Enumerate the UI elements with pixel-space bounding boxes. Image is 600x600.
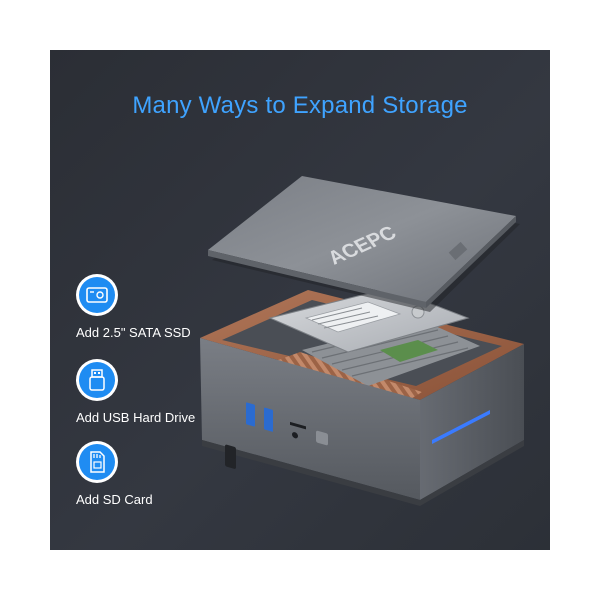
- usb-drive-icon: [89, 369, 105, 391]
- green-board: [380, 340, 438, 362]
- top-lid: [208, 176, 516, 302]
- audio-jack: [292, 432, 298, 439]
- sd-icon-badge: [76, 441, 118, 483]
- feature-sd-label: Add SD Card: [76, 492, 153, 507]
- sd-card-icon: [90, 451, 105, 473]
- product-banner: Many Ways to Expand Storage: [50, 50, 550, 550]
- usb-port-1: [246, 402, 255, 427]
- case-front: [200, 338, 420, 500]
- ssd-drive-icon: [86, 287, 108, 303]
- sd-card-slot: [290, 421, 306, 430]
- blue-led-strip: [432, 410, 490, 444]
- feature-usb-label: Add USB Hard Drive: [76, 410, 196, 425]
- usb-icon-badge: [76, 359, 118, 401]
- lid-tab: [448, 241, 468, 261]
- feature-ssd-label: Add 2.5" SATA SSD: [76, 325, 191, 340]
- front-logo-plate: [316, 430, 328, 446]
- mini-pc-illustration: ACEPC: [200, 176, 524, 506]
- headline: Many Ways to Expand Storage: [132, 92, 468, 119]
- usb-port-2: [264, 407, 273, 432]
- ssd-icon-badge: [76, 274, 118, 316]
- power-button: [225, 444, 236, 469]
